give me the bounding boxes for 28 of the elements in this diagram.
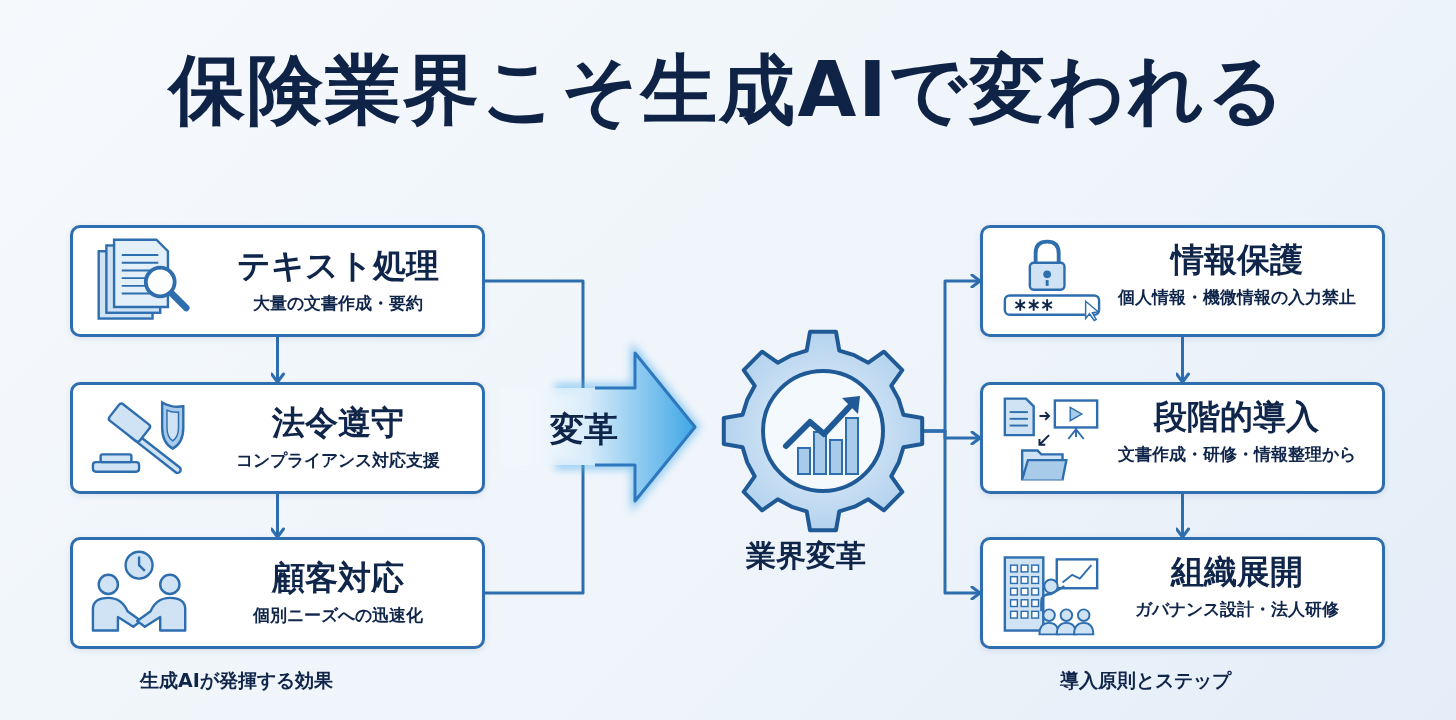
box-description: コンプライアンス対応支援 [235, 449, 440, 473]
connector-arrow [1175, 494, 1190, 539]
box-title: 法令遵守 [271, 405, 404, 442]
box-title: 組織展開 [1170, 554, 1303, 591]
process-box [980, 382, 1385, 494]
section-caption: 導入原則とステップ [1060, 668, 1231, 693]
title: 保険業界こそ生成AIで変われる [169, 52, 1287, 128]
box-description: 個人情報・機微情報の入力禁止 [1117, 286, 1356, 310]
gear-label: 業界変革 [746, 537, 866, 575]
process-box [980, 537, 1385, 649]
process-box [70, 537, 485, 649]
connector-arrow [1175, 337, 1190, 384]
connector-arrow [270, 337, 285, 384]
box-description: 文書作成・研修・情報整理から [1117, 443, 1356, 467]
process-box [70, 382, 485, 494]
box-title: テキスト処理 [236, 248, 439, 285]
box-title: 顧客対応 [271, 560, 404, 597]
process-box [70, 225, 485, 337]
box-description: 大量の文書作成・要約 [252, 292, 423, 316]
section-caption: 生成AIが発揮する効果 [140, 668, 333, 693]
box-description: 個別ニーズへの迅速化 [252, 604, 423, 628]
connector-arrow [923, 429, 982, 601]
box-description: ガバナンス設計・法人研修 [1134, 598, 1339, 622]
process-box [980, 225, 1385, 337]
box-title: 情報保護 [1170, 242, 1303, 279]
arrow-label: 変革 [550, 408, 618, 451]
connector-arrow [270, 494, 285, 539]
box-title: 段階的導入 [1154, 399, 1319, 436]
